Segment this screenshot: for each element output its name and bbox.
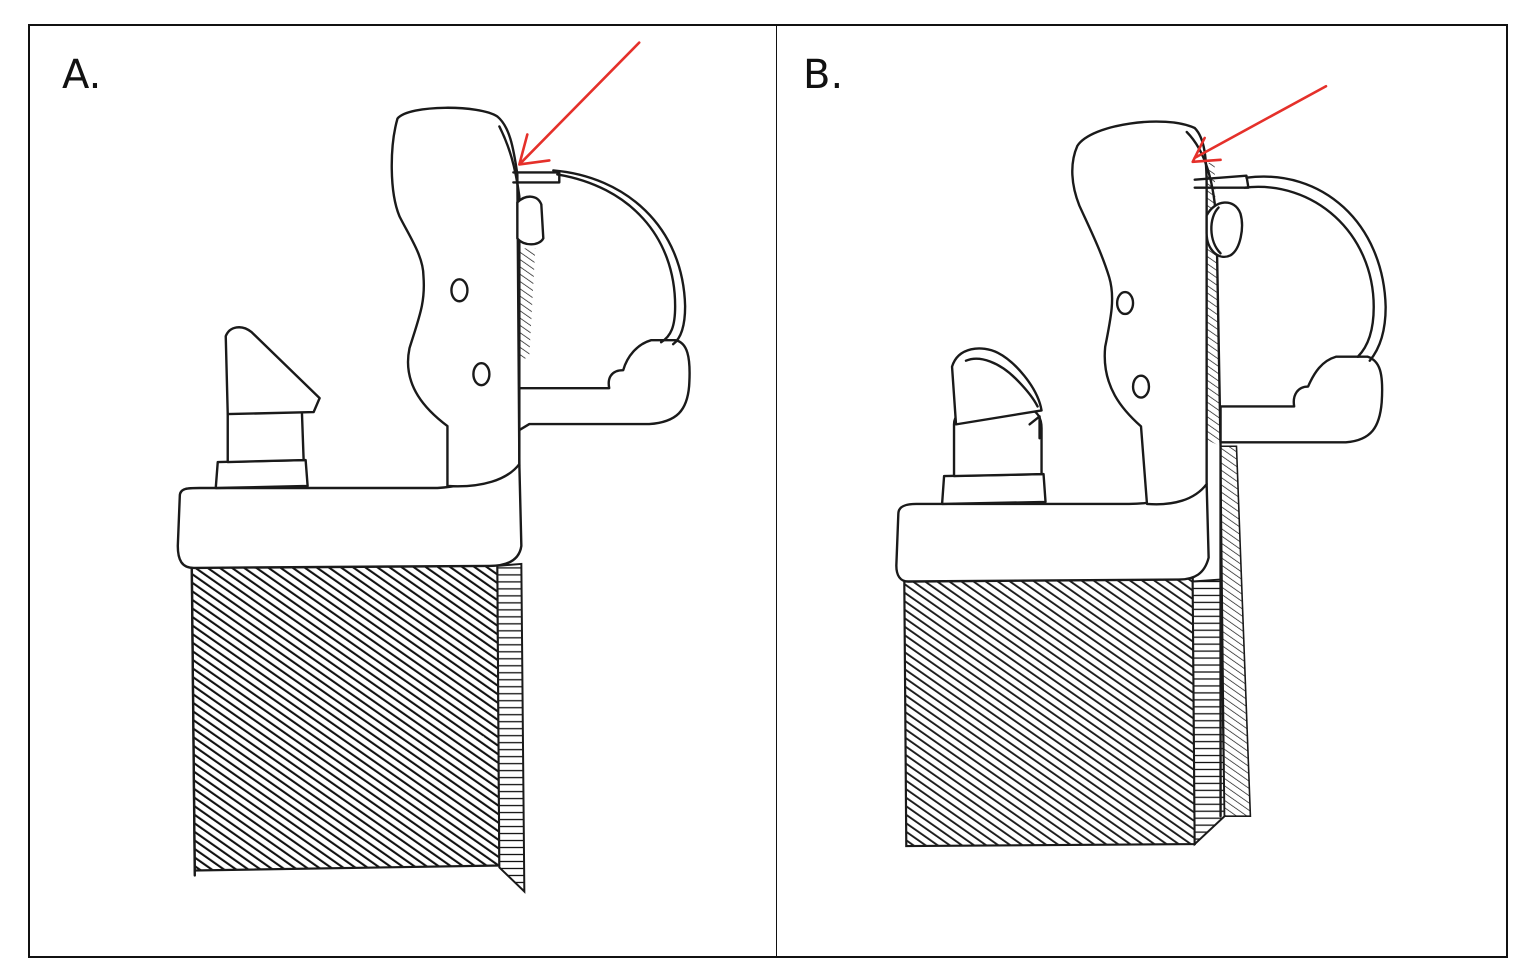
bracket-arm-a [518, 339, 691, 432]
nozzle-cap-b [950, 347, 1043, 426]
needle-a [512, 171, 561, 184]
nozzle-base-a [214, 458, 309, 490]
device-illustration-a [176, 41, 691, 894]
hole-lower-b [1131, 374, 1151, 399]
cable-a [556, 173, 677, 344]
knob-a [516, 195, 545, 246]
body-block-b [903, 576, 1196, 848]
knob-b [1205, 201, 1244, 258]
red-arrow-icon [518, 41, 641, 166]
device-illustration-b [895, 84, 1387, 848]
panel-a: A. [30, 26, 777, 956]
nozzle-cap-a [224, 326, 321, 416]
nozzle-base-b [940, 472, 1047, 506]
hole-upper-a [450, 278, 469, 303]
panel-b: B. [777, 26, 1506, 956]
panel-label-a: A. [62, 52, 102, 98]
figure-frame: A. [28, 24, 1508, 958]
bracket-arm-b [1219, 355, 1384, 444]
side-shade-b [1219, 445, 1252, 818]
needle-b [1193, 174, 1250, 189]
body-block-a [190, 561, 501, 872]
cable-b [1243, 185, 1375, 358]
hole-lower-a [472, 361, 491, 387]
panel-label-b: B. [803, 52, 844, 98]
red-arrow-icon [1191, 84, 1328, 164]
main-column-b [1071, 120, 1208, 506]
hole-upper-b [1115, 290, 1135, 316]
column-shade-a [519, 248, 536, 363]
side-strip-a [496, 562, 526, 894]
